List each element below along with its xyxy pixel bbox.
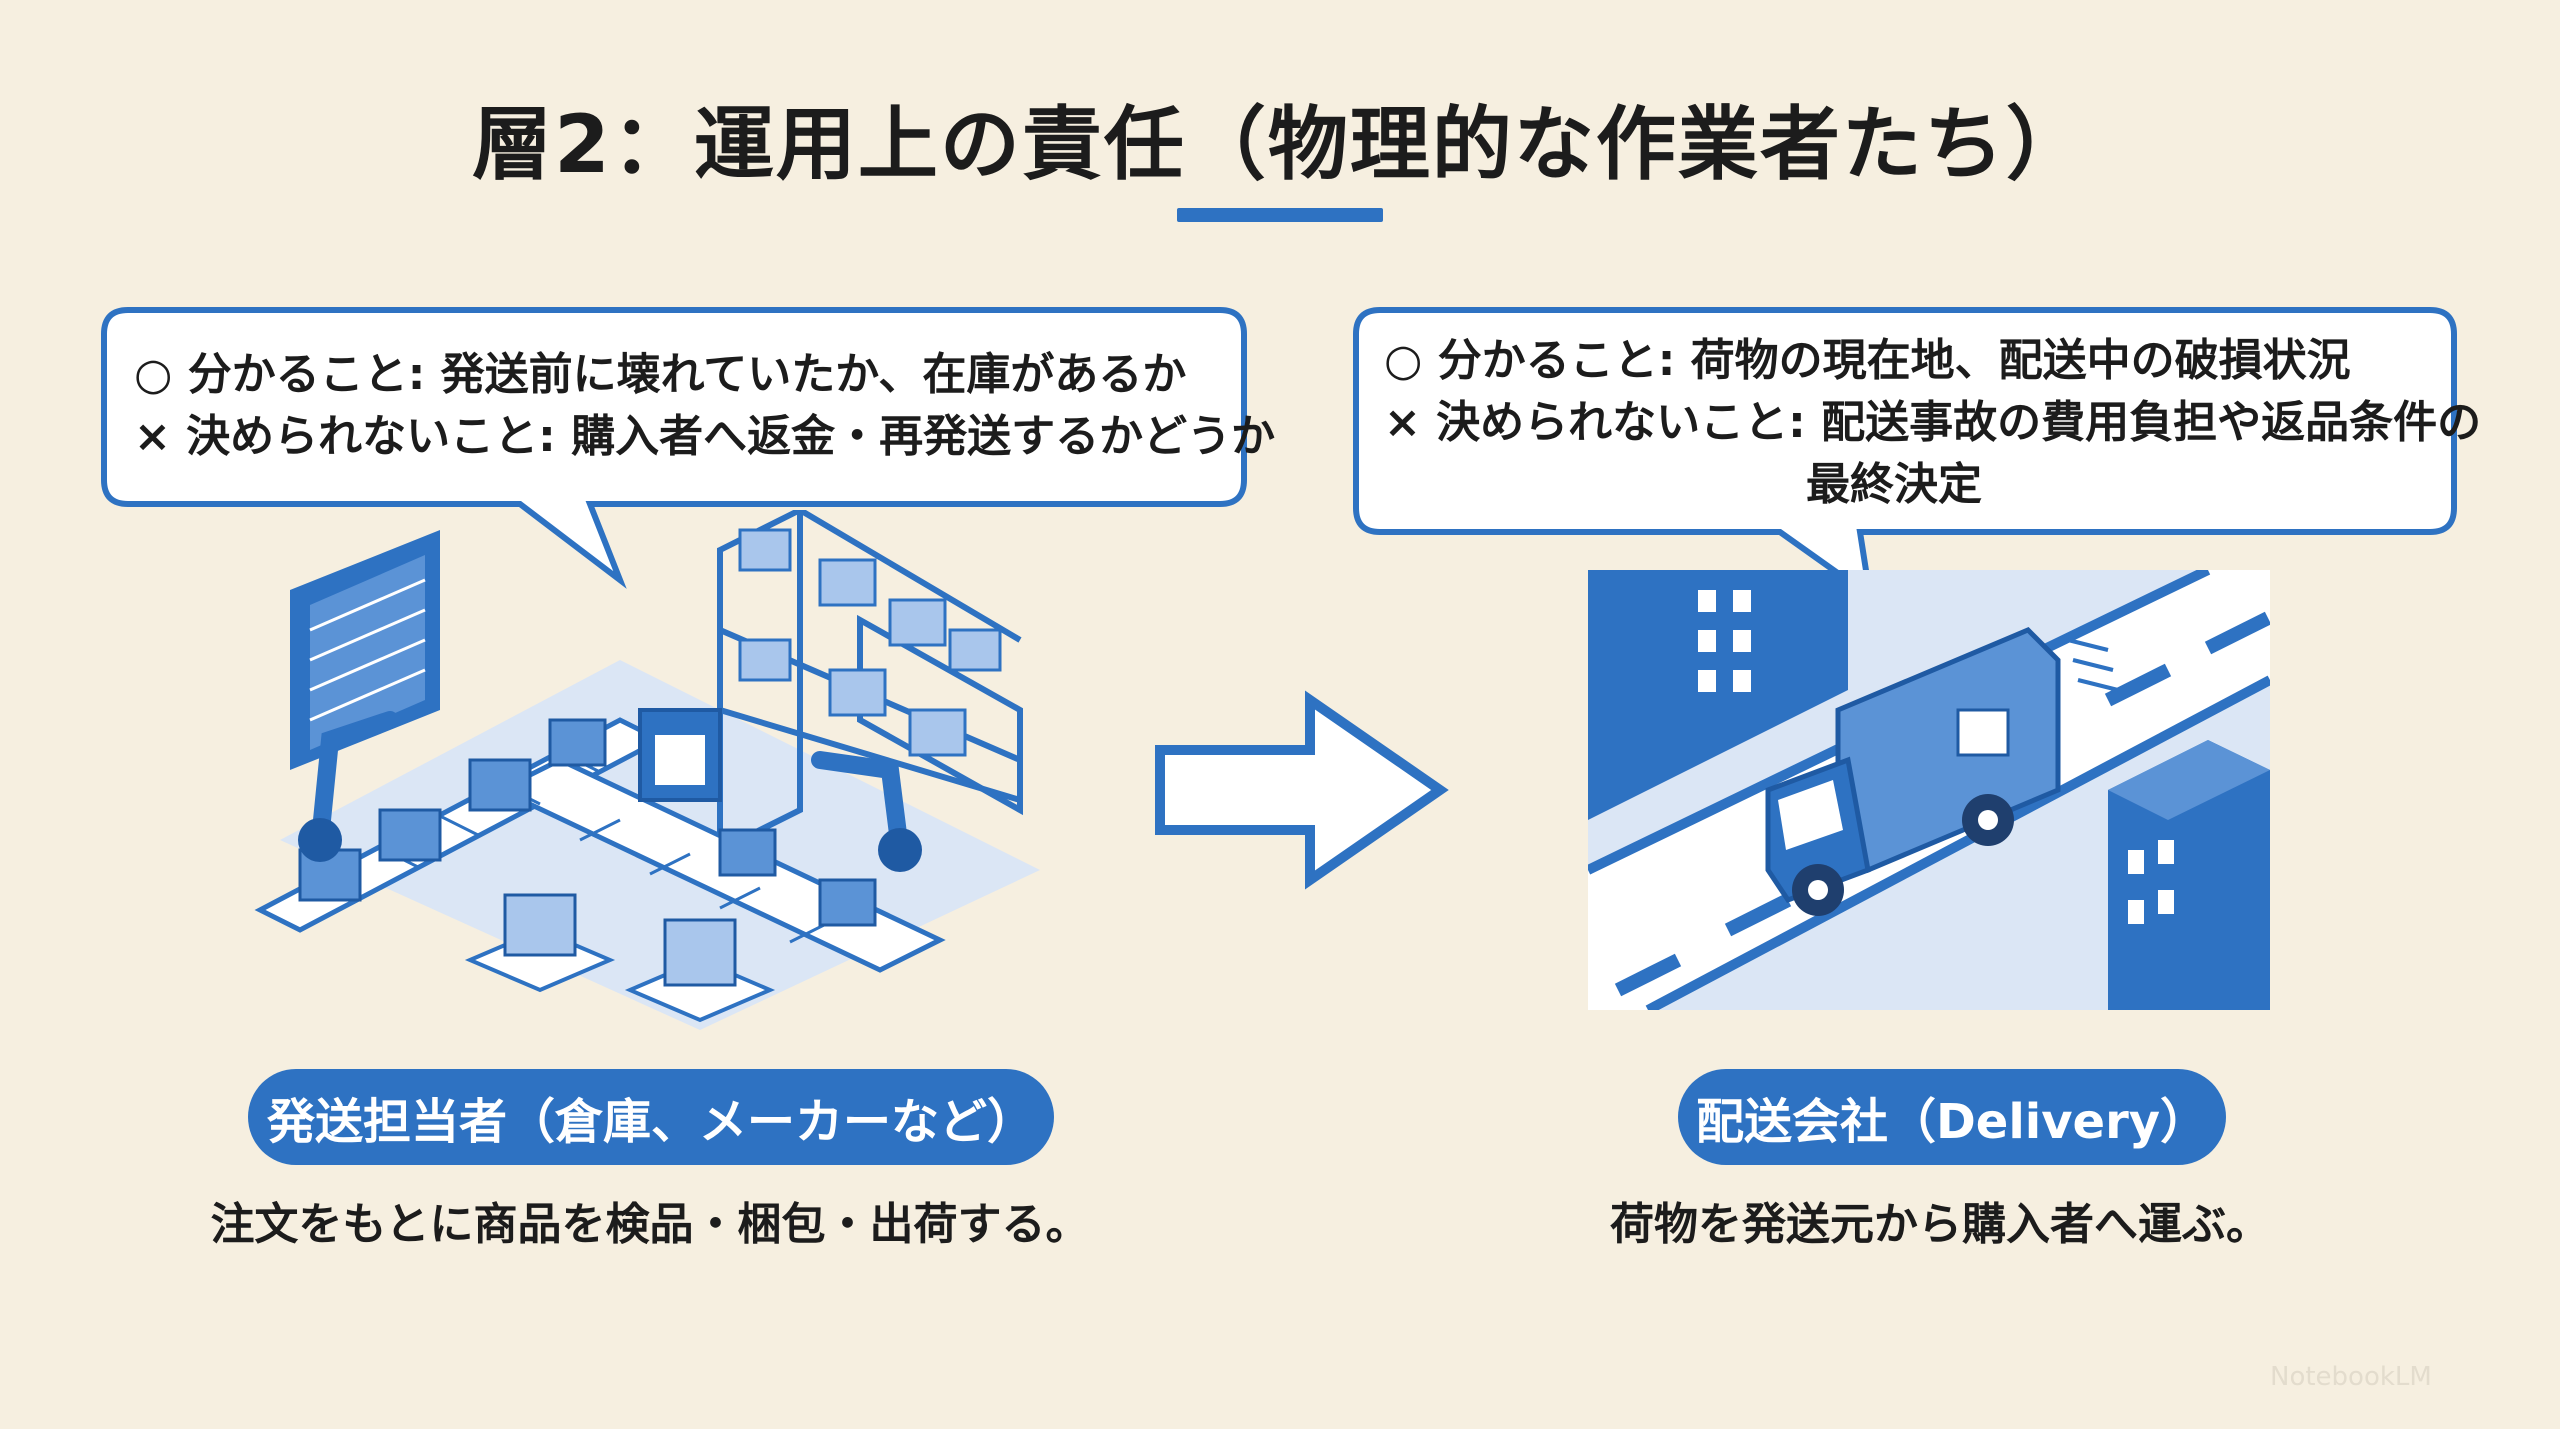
left-bubble-text: ○ 分かること: 発送前に壊れていたか、在庫があるか × 決められないこと: 購…: [134, 344, 1275, 468]
right-cannot-decide: × 決められないこと: 配送事故の費用負担や返品条件の: [1384, 397, 2482, 448]
delivery-label: 配送会社（Delivery）: [1678, 1069, 2226, 1165]
right-cannot-decide-cont: 最終決定: [1806, 459, 1982, 510]
right-can-know: ○ 分かること: 荷物の現在地、配送中の破損状況: [1384, 335, 2351, 386]
watermark: NotebookLM: [2270, 1362, 2432, 1392]
shipper-caption: 注文をもとに商品を検品・梱包・出荷する。: [210, 1199, 1090, 1250]
title-underline: [1177, 208, 1383, 222]
page-title: 層2：運用上の責任（物理的な作業者たち）: [472, 98, 2088, 191]
warehouse-conveyor-icon: [254, 510, 1040, 1030]
delivery-caption: 荷物を発送元から購入者へ運ぶ。: [1610, 1199, 2270, 1250]
right-speech-bubble: [1353, 307, 2457, 603]
right-arrow-icon: [1155, 690, 1449, 890]
left-cannot-decide: × 決められないこと: 購入者へ返金・再発送するかどうか: [134, 411, 1276, 462]
left-speech-bubble: [101, 307, 1247, 589]
left-can-know: ○ 分かること: 発送前に壊れていたか、在庫があるか: [134, 349, 1187, 400]
right-bubble-text: ○ 分かること: 荷物の現在地、配送中の破損状況 × 決められないこと: 配送事…: [1384, 330, 2481, 516]
shipper-label: 発送担当者（倉庫、メーカーなど）: [248, 1069, 1054, 1165]
delivery-truck-icon: [1588, 570, 2270, 1010]
